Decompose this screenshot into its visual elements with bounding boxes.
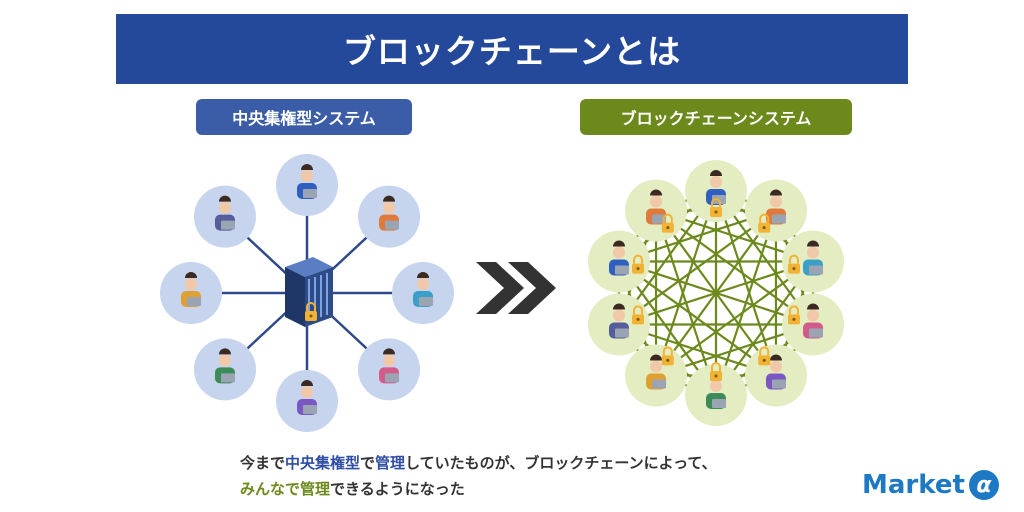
user-node	[685, 362, 747, 426]
mesh-link	[655, 209, 777, 377]
caption-line-1: 今まで中央集権型で管理していたものが、ブロックチェーンによって、	[240, 450, 717, 476]
laptop-icon	[712, 399, 726, 408]
person-head-icon	[417, 278, 429, 290]
person-head-icon	[612, 246, 625, 259]
user-node	[193, 338, 256, 401]
person-head-icon	[650, 360, 663, 373]
user-node	[782, 230, 845, 293]
user-node	[358, 185, 421, 248]
user-node	[276, 154, 338, 216]
laptop-icon	[220, 373, 235, 383]
person-head-icon	[218, 354, 231, 367]
mesh-link	[654, 210, 718, 396]
blockchain-user-nodes	[587, 160, 845, 426]
caption-highlight-central: 中央集権型	[285, 454, 361, 472]
caption-highlight-manage: 管理	[375, 454, 406, 472]
laptop-icon	[771, 214, 786, 224]
laptop-icon	[652, 379, 667, 389]
central-system-label: 中央集権型システム	[196, 99, 412, 135]
laptop-icon	[385, 220, 400, 230]
user-node	[625, 344, 688, 407]
user-node	[392, 262, 454, 324]
padlock-icon	[787, 305, 800, 325]
laptop-icon	[652, 214, 667, 224]
padlock-icon	[758, 213, 771, 233]
padlock-icon	[632, 254, 645, 274]
person-head-icon	[807, 246, 820, 259]
laptop-icon	[771, 379, 786, 389]
person-head-icon	[807, 309, 820, 322]
caption-text: 今まで	[240, 454, 286, 472]
person-head-icon	[218, 201, 231, 214]
mesh-link	[618, 260, 777, 377]
person-head-icon	[301, 170, 313, 182]
mesh-link	[655, 209, 814, 326]
laptop-icon	[220, 220, 235, 230]
blockchain-system-label: ブロックチェーンシステム	[580, 99, 852, 135]
person-head-icon	[769, 195, 782, 208]
page-title: ブロックチェーンとは	[116, 14, 908, 84]
laptop-icon	[614, 265, 629, 275]
laptop-icon	[303, 405, 317, 414]
caption: 今まで中央集権型で管理していたものが、ブロックチェーンによって、 みんなで管理で…	[240, 450, 717, 502]
caption-text: できるようになった	[330, 480, 465, 498]
person-head-icon	[710, 380, 722, 392]
padlock-icon	[787, 254, 800, 274]
padlock-icon	[632, 305, 645, 325]
laptop-icon	[809, 328, 824, 338]
person-head-icon	[612, 309, 625, 322]
caption-text: していたものが、ブロックチェーンによって、	[405, 454, 717, 472]
user-node	[193, 185, 256, 248]
forward-arrow-icon	[476, 262, 556, 314]
laptop-icon	[809, 265, 824, 275]
user-node	[587, 230, 650, 293]
padlock-icon	[710, 362, 722, 381]
person-head-icon	[383, 201, 396, 214]
caption-text: で	[360, 454, 376, 472]
central-server-icon	[285, 257, 333, 327]
laptop-icon	[614, 328, 629, 338]
user-node	[358, 338, 421, 401]
laptop-icon	[303, 189, 317, 198]
caption-line-2: みんなで管理できるようになった	[240, 476, 717, 502]
person-head-icon	[650, 195, 663, 208]
user-node	[625, 179, 688, 242]
person-head-icon	[710, 176, 722, 188]
logo-alpha-mark: α	[968, 470, 999, 500]
user-node	[276, 370, 338, 432]
user-node	[587, 293, 650, 356]
market-alpha-logo: Market α	[862, 470, 999, 500]
user-node	[782, 293, 845, 356]
padlock-icon	[661, 213, 674, 233]
padlock-icon	[305, 302, 317, 321]
user-node	[160, 262, 222, 324]
central-user-nodes	[160, 154, 454, 432]
laptop-icon	[187, 297, 201, 306]
user-node	[744, 179, 807, 242]
padlock-icon	[710, 198, 722, 217]
person-head-icon	[769, 360, 782, 373]
laptop-icon	[385, 373, 400, 383]
laptop-icon	[419, 297, 433, 306]
caption-highlight-everyone: みんなで管理	[240, 480, 331, 498]
person-head-icon	[301, 386, 313, 398]
user-node	[685, 160, 747, 222]
person-head-icon	[383, 354, 396, 367]
padlock-icon	[661, 346, 674, 366]
user-node	[744, 344, 807, 407]
logo-text: Market	[862, 470, 965, 500]
padlock-icon	[758, 346, 771, 366]
person-head-icon	[185, 278, 197, 290]
